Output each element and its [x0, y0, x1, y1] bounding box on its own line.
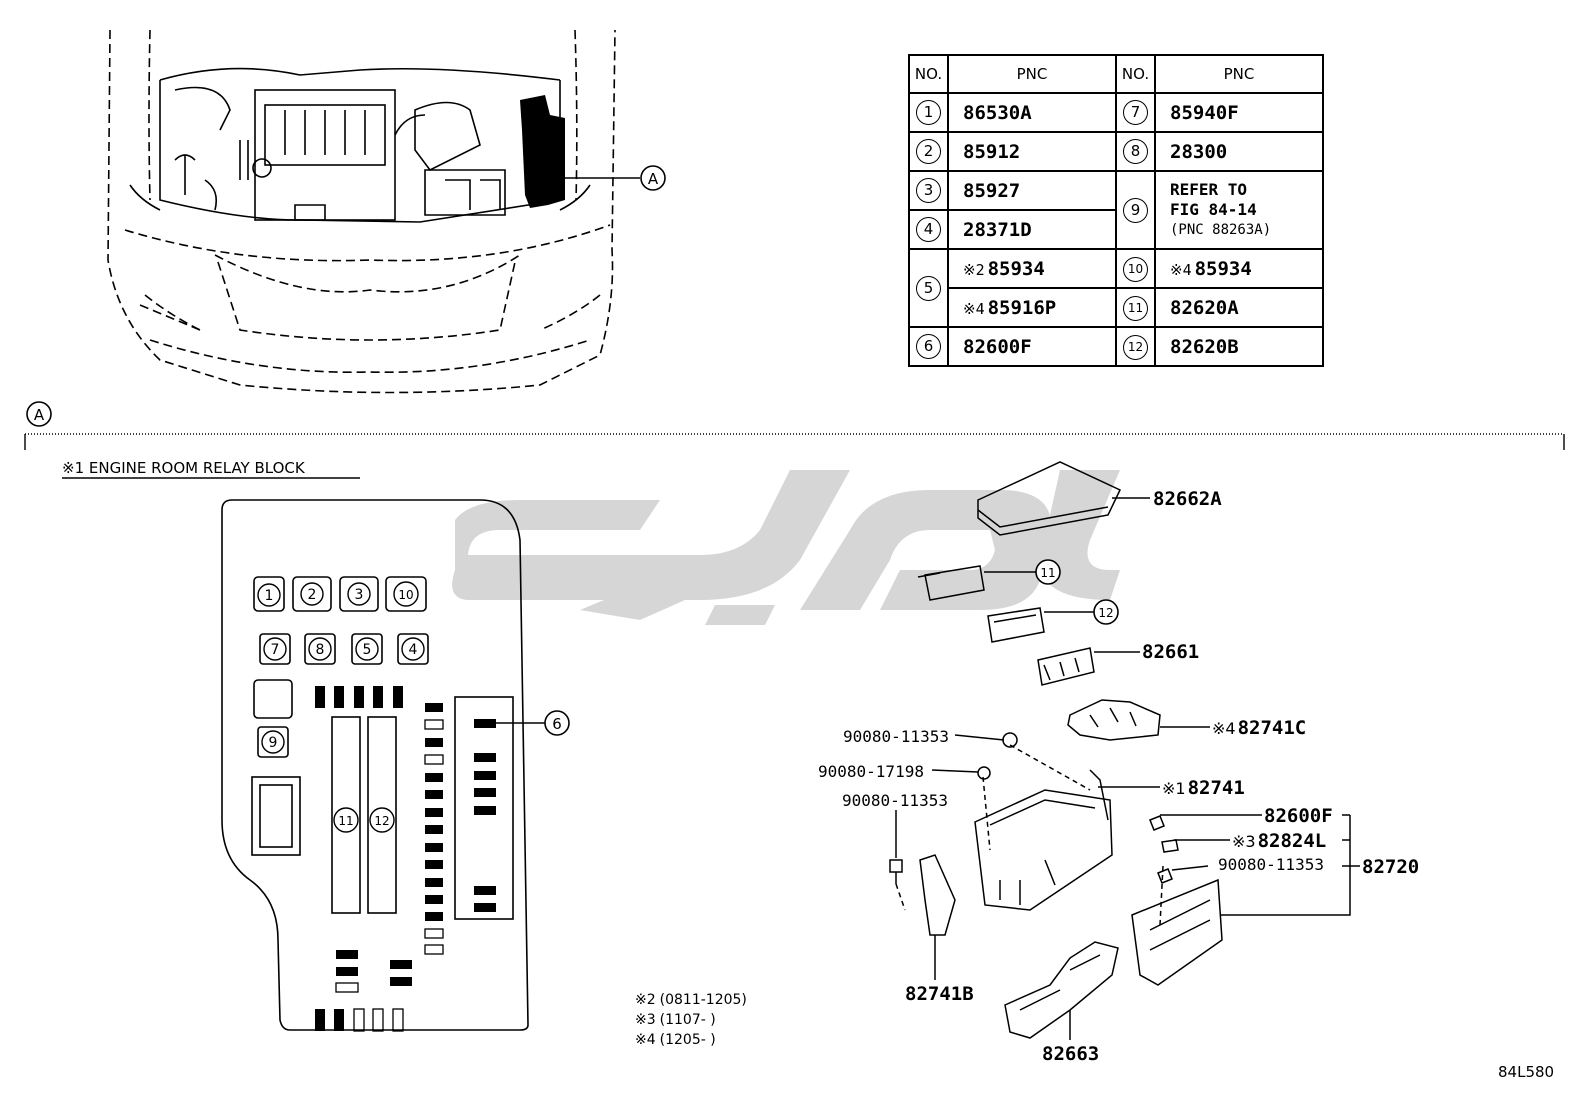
- refer-line-1: REFER TO: [1170, 180, 1248, 199]
- row-no-11: 11: [1123, 295, 1148, 321]
- note-3: ※4(1205- ): [635, 1032, 716, 1048]
- relay-pos-11: 11: [338, 814, 353, 828]
- row-pnc-9: REFER TO FIG 84-14 (PNC 88263A): [1154, 170, 1324, 250]
- relay-pos-7: 7: [271, 642, 280, 658]
- relay-pos-3: 3: [355, 587, 364, 603]
- row-no-7: 7: [1123, 100, 1148, 125]
- applicability-notes: ※2(0811-1205) ※3(1107- ) ※4(1205- ): [635, 992, 747, 1048]
- row-no-9: 9: [1123, 197, 1148, 223]
- callout-a-pointer: A: [555, 165, 666, 191]
- relay-block-outline: [221, 499, 529, 1031]
- relay-pos-5: 5: [363, 642, 372, 658]
- row-no-12: 12: [1123, 334, 1148, 360]
- exploded-parts: [889, 461, 1360, 1040]
- header-no-left: NO.: [908, 54, 949, 94]
- battery-relay-block-silhouette: [520, 95, 565, 208]
- relay-pos-4: 4: [409, 642, 418, 658]
- row-no-10: 10: [1123, 256, 1148, 282]
- row-pnc-4: 28371D: [947, 209, 1117, 250]
- mini-fuses-empty: [335, 719, 444, 1032]
- table-row: 2 85912 8 28300: [908, 131, 1324, 172]
- header-pnc-right: PNC: [1154, 54, 1324, 94]
- row-no-8: 8: [1123, 139, 1148, 164]
- callout-11-label: 11: [1040, 566, 1055, 580]
- header-pnc-left: PNC: [947, 54, 1117, 94]
- callout-11: 11: [1035, 559, 1061, 585]
- part-82600F: 82600F: [1264, 805, 1333, 827]
- callout-6-label: 6: [552, 715, 562, 733]
- callout-12: 12: [1093, 599, 1119, 625]
- row-no-6: 6: [916, 334, 941, 359]
- watermark-logo: [452, 470, 1120, 625]
- bolt-90080-11353-a: 90080-11353: [843, 727, 949, 746]
- nut-90080-17198: 90080-17198: [818, 762, 924, 781]
- bolt-90080-11353-b: 90080-11353: [842, 791, 948, 810]
- section-a-divider: A: [24, 401, 1565, 450]
- header-no-right: NO.: [1115, 54, 1156, 94]
- row-no-3: 3: [916, 178, 941, 203]
- part-82663: 82663: [1042, 1043, 1099, 1065]
- section-a-label: A: [34, 406, 45, 424]
- part-82720: 82720: [1362, 856, 1419, 878]
- relay-pos-10: 10: [398, 588, 413, 602]
- callout-12-label: 12: [1098, 606, 1113, 620]
- callout-a-label: A: [648, 170, 659, 188]
- row-no-2: 2: [916, 139, 941, 164]
- relay-pos-1: 1: [265, 588, 274, 604]
- part-82662A: 82662A: [1153, 488, 1222, 510]
- row-pnc-3: 85927: [947, 170, 1117, 211]
- row-pnc-6: 82600F: [947, 326, 1117, 367]
- row-pnc-8: 28300: [1154, 131, 1324, 172]
- row-no-4: 4: [916, 217, 941, 242]
- row-pnc-2: 85912: [947, 131, 1117, 172]
- row-pnc-7: 85940F: [1154, 92, 1324, 133]
- table-row: 4 28371D: [908, 209, 1323, 250]
- relay-pos-9: 9: [269, 735, 278, 751]
- table-row: 1 86530A 7 85940F: [908, 92, 1324, 133]
- table-row: 6 82600F 12 82620B: [908, 326, 1324, 367]
- row-no-1: 1: [916, 100, 941, 125]
- mini-fuses: [315, 686, 496, 1031]
- relay-block-title: ※1 ENGINE ROOM RELAY BLOCK: [62, 459, 306, 477]
- table-header-row: NO. PNC NO. PNC: [908, 54, 1324, 94]
- relay-row-top: [251, 576, 514, 920]
- refer-line-2: FIG 84-14: [1170, 200, 1257, 219]
- refer-line-3: (PNC 88263A): [1170, 222, 1272, 238]
- relay-pos-8: 8: [316, 642, 325, 658]
- figure-code: 84L580: [1498, 1063, 1554, 1081]
- bolt-90080-11353-c: 90080-11353: [1218, 855, 1324, 874]
- note-2: ※3(1107- ): [635, 1012, 716, 1028]
- pnc-table: NO. PNC NO. PNC 1 86530A 7 85940F 2 8591…: [908, 54, 1324, 367]
- row-pnc-1: 86530A: [947, 92, 1117, 133]
- callout-6: 6: [496, 710, 570, 736]
- relay-position-numbers: 1 2 3 10 7 8 5 4 9 11 12: [265, 587, 418, 828]
- part-82661: 82661: [1142, 641, 1199, 663]
- relay-position-labels: [257, 581, 425, 833]
- row-no-5: 5: [916, 275, 941, 301]
- row-pnc-11: 82620A: [1154, 287, 1324, 328]
- vehicle-front-drawing: [107, 29, 616, 394]
- part-82741B: 82741B: [905, 983, 974, 1005]
- row-pnc-12: 82620B: [1154, 326, 1324, 367]
- relay-pos-2: 2: [308, 587, 317, 603]
- relay-pos-12: 12: [374, 814, 389, 828]
- table-row: 3 85927 9 REFER TO FIG 84-14 (PNC 88263A…: [908, 170, 1324, 250]
- note-1: ※2(0811-1205): [635, 992, 747, 1008]
